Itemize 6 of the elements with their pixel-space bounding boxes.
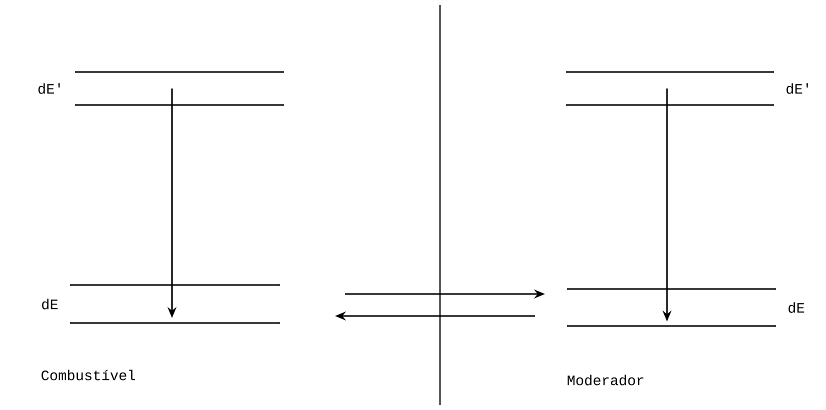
energy-band: dE': [566, 71, 808, 106]
region-label: Combustível: [42, 370, 136, 380]
region-label: Moderador: [568, 374, 644, 386]
energy-band: dE': [38, 71, 284, 106]
energy-band: dE: [42, 284, 280, 324]
energy-band: dE: [567, 288, 804, 327]
